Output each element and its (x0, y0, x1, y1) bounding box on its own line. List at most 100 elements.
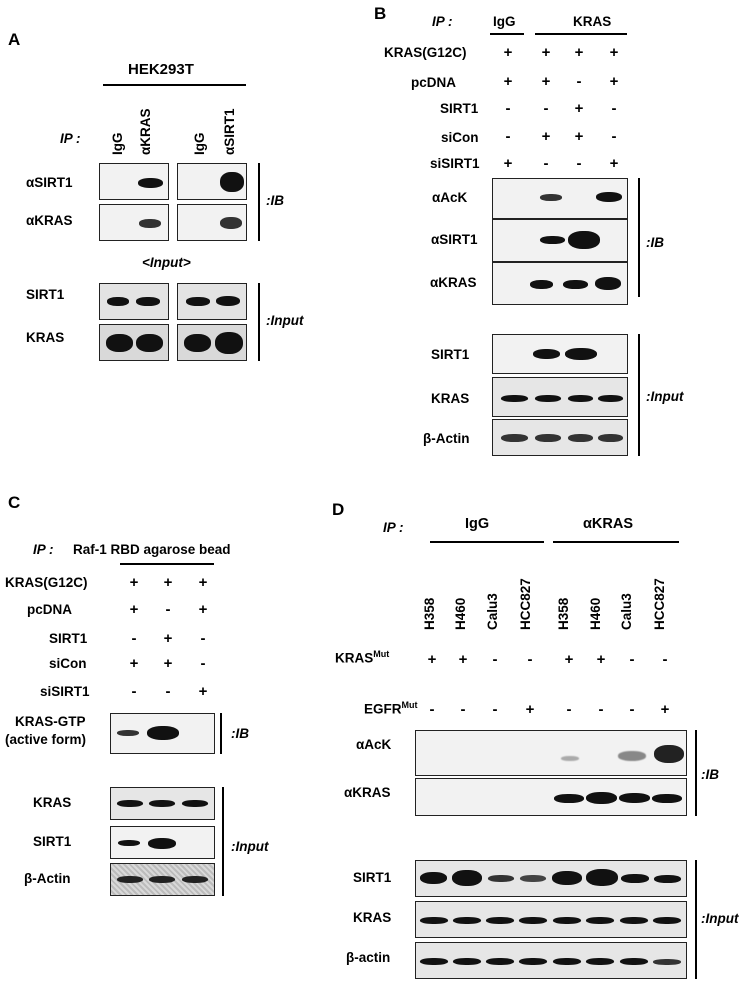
lane-label-d-1: H358 (422, 597, 437, 630)
band (561, 756, 579, 761)
blot-b-ib-ack (492, 178, 628, 219)
band (117, 800, 143, 807)
row-label-c-sirt1: SIRT1 (33, 834, 72, 849)
blot-a-ib-kras-left (99, 204, 169, 241)
sign-b-1-3: + (574, 44, 584, 61)
lane-label-a-3: IgG (192, 132, 207, 156)
condition-label-c-5: siSIRT1 (40, 684, 90, 699)
sign-c-2-3: + (198, 601, 208, 618)
lane-label-d-3: Calu3 (485, 593, 500, 630)
tag-c-ib: :IB (231, 726, 249, 741)
band (220, 172, 244, 192)
band (586, 958, 614, 965)
band (453, 917, 481, 924)
band (563, 280, 588, 289)
band (598, 395, 623, 402)
band (519, 958, 547, 965)
bracket-c-ib (220, 713, 222, 754)
row-label-b-ack: αAcK (432, 190, 468, 205)
row-label-c-kras: KRAS (33, 795, 72, 810)
blot-d-input-kras (415, 901, 687, 938)
blot-b-ib-sirt1 (492, 219, 628, 262)
blot-d-ib-ack (415, 730, 687, 776)
row-label-a-kras: KRAS (26, 330, 65, 345)
sign-b-5-1: + (503, 155, 513, 172)
band (598, 434, 623, 442)
row-label-d-egfrmut: EGFRMut (364, 700, 418, 717)
band (654, 875, 681, 883)
band (486, 958, 514, 965)
band (553, 917, 581, 924)
blot-d-ib-kras (415, 778, 687, 816)
panel-letter-c: C (8, 493, 21, 512)
row-label-b-kras: KRAS (431, 391, 470, 406)
row-label-b-actin: β-Actin (423, 431, 470, 446)
sign-b-3-1: - (505, 100, 511, 117)
blot-b-input-actin (492, 419, 628, 456)
blot-c-input-actin (110, 863, 215, 896)
band (149, 876, 175, 883)
blot-d-input-sirt1 (415, 860, 687, 897)
sign-d-egfr-6: - (598, 701, 604, 718)
bracket-b-ib (638, 178, 640, 297)
condition-label-b-2: pcDNA (411, 75, 457, 90)
row-label-c-actin: β-Actin (24, 871, 71, 886)
panel-letter-d: D (332, 500, 345, 519)
lane-label-d-6: H460 (588, 597, 603, 630)
condition-label-b-3: SIRT1 (440, 101, 479, 116)
band (540, 194, 562, 201)
sign-c-5-3: + (198, 683, 208, 700)
sign-d-kras-2: + (458, 651, 468, 668)
row-label-c-kras-gtp-1: KRAS-GTP (15, 714, 86, 729)
blot-c-input-kras (110, 787, 215, 820)
condition-label-c-1: KRAS(G12C) (5, 575, 88, 590)
band (420, 917, 448, 924)
band (138, 178, 163, 188)
group-label-b-igg: IgG (493, 14, 516, 29)
sign-c-4-1: + (129, 655, 139, 672)
sign-d-kras-8: - (662, 651, 668, 668)
sign-d-egfr-7: - (629, 701, 635, 718)
lane-label-a-1: IgG (110, 132, 125, 156)
lane-label-d-5: H358 (556, 597, 571, 630)
sign-b-5-4: + (609, 155, 619, 172)
bracket-d-ib (695, 730, 697, 816)
band (618, 751, 646, 761)
band (568, 231, 600, 249)
sign-c-2-1: + (129, 601, 139, 618)
band (553, 958, 581, 965)
sign-c-5-1: - (131, 683, 137, 700)
group-underline-d-akras (553, 541, 679, 543)
kras-mut-sup: Mut (373, 649, 390, 659)
band (136, 334, 163, 352)
tag-c-input: :Input (231, 839, 269, 854)
condition-label-b-4: siCon (441, 130, 479, 145)
sign-c-3-2: + (163, 630, 173, 647)
blot-d-input-actin (415, 942, 687, 979)
panel-letter-a: A (8, 30, 21, 49)
band (420, 872, 447, 884)
band (215, 332, 243, 354)
row-label-d-kras: KRAS (353, 910, 392, 925)
row-label-d-akras: αKRAS (344, 785, 391, 800)
band (216, 296, 240, 306)
lane-label-a-4: αSIRT1 (222, 108, 237, 155)
band (552, 871, 582, 885)
panel-letter-b: B (374, 4, 387, 23)
band (148, 838, 176, 849)
band (117, 876, 143, 883)
band (586, 792, 617, 804)
sign-b-2-1: + (503, 73, 513, 90)
egfr-mut-sup: Mut (401, 700, 418, 710)
sign-b-3-3: + (574, 100, 584, 117)
band (619, 793, 650, 803)
band (586, 917, 614, 924)
sign-d-kras-6: + (596, 651, 606, 668)
group-underline-d-igg (430, 541, 544, 543)
ip-label-a: IP : (60, 131, 81, 146)
blot-a-ib-sirt1-left (99, 163, 169, 200)
blot-c-input-sirt1 (110, 826, 215, 859)
tag-d-input: :Input (701, 911, 739, 926)
sign-d-kras-1: + (427, 651, 437, 668)
sign-d-kras-7: - (629, 651, 635, 668)
